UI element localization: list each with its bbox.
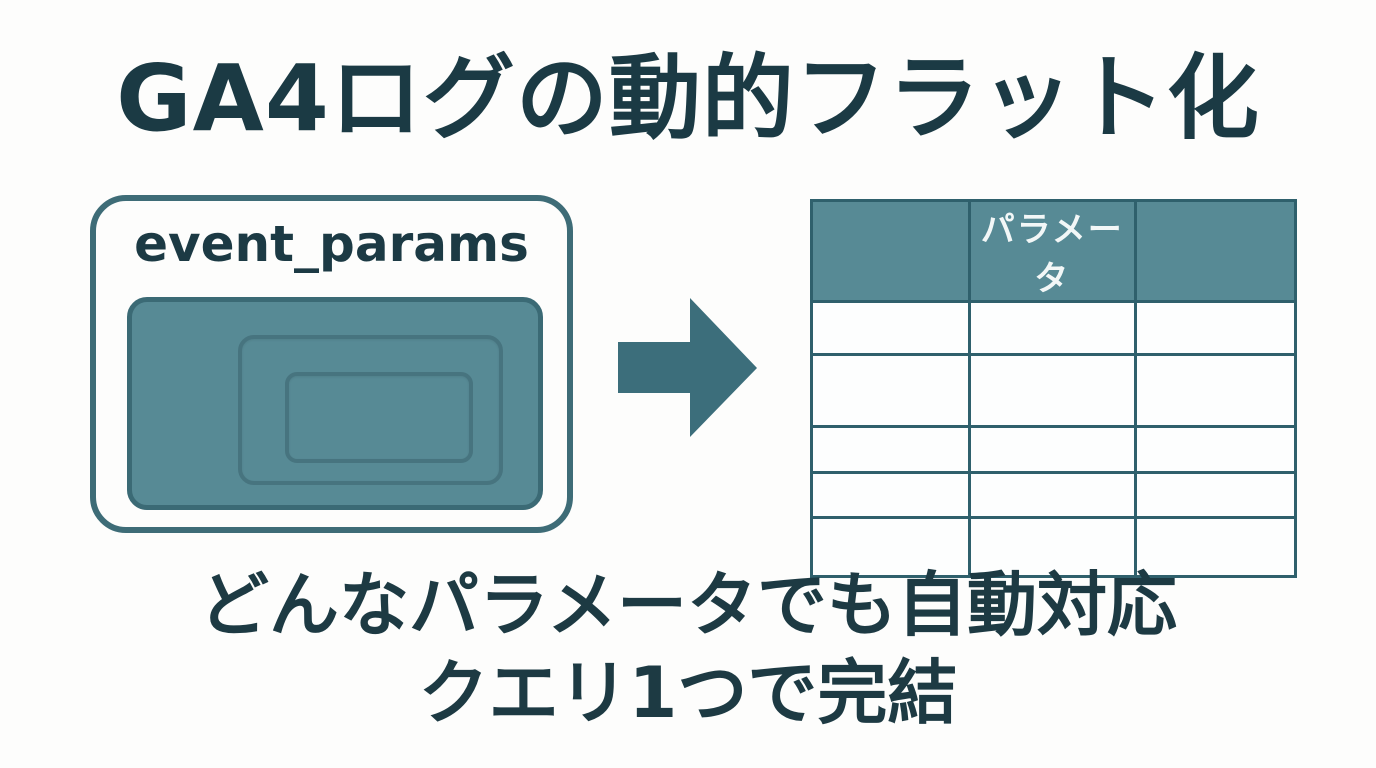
table-cell: [810, 425, 971, 474]
caption-line-2: クエリ1つで完結: [418, 651, 958, 734]
table-row: [810, 471, 1298, 519]
caption-line-1: どんなパラメータでも自動対応: [199, 564, 1177, 646]
table-row: [810, 300, 1298, 356]
nested-record-inner: [285, 372, 473, 463]
table-cell: [967, 516, 1137, 578]
table-cell: [1133, 471, 1298, 519]
event-params-label: event_params: [134, 215, 529, 273]
table-row: [810, 353, 1298, 428]
nested-record-middle: [238, 335, 503, 485]
table-cell: [967, 353, 1137, 428]
table-cell: [810, 300, 971, 356]
arrow-right-icon: [618, 298, 757, 437]
caption: どんなパラメータでも自動対応 クエリ1つで完結: [0, 562, 1376, 737]
table-cell: [810, 516, 971, 578]
page-title: GA4ログの動的フラット化: [116, 45, 1260, 152]
table-cell: [1133, 425, 1298, 474]
event-params-box: event_params: [90, 195, 573, 533]
table-header-cell: [1133, 199, 1298, 303]
table-header-cell-parameter: パラメータ: [967, 199, 1137, 303]
table-cell: [1133, 300, 1298, 356]
flattened-table: パラメータ: [810, 199, 1298, 578]
table-cell: [1133, 353, 1298, 428]
table-cell: [967, 300, 1137, 356]
nested-record-outer: [127, 297, 543, 510]
flattened-table-body: [810, 300, 1298, 578]
table-cell: [1133, 516, 1298, 578]
table-cell: [967, 471, 1137, 519]
table-cell: [967, 425, 1137, 474]
table-header-cell: [810, 199, 971, 303]
table-row: [810, 516, 1298, 578]
table-cell: [810, 353, 971, 428]
table-cell: [810, 471, 971, 519]
table-header-row: パラメータ: [810, 199, 1298, 303]
table-row: [810, 425, 1298, 474]
